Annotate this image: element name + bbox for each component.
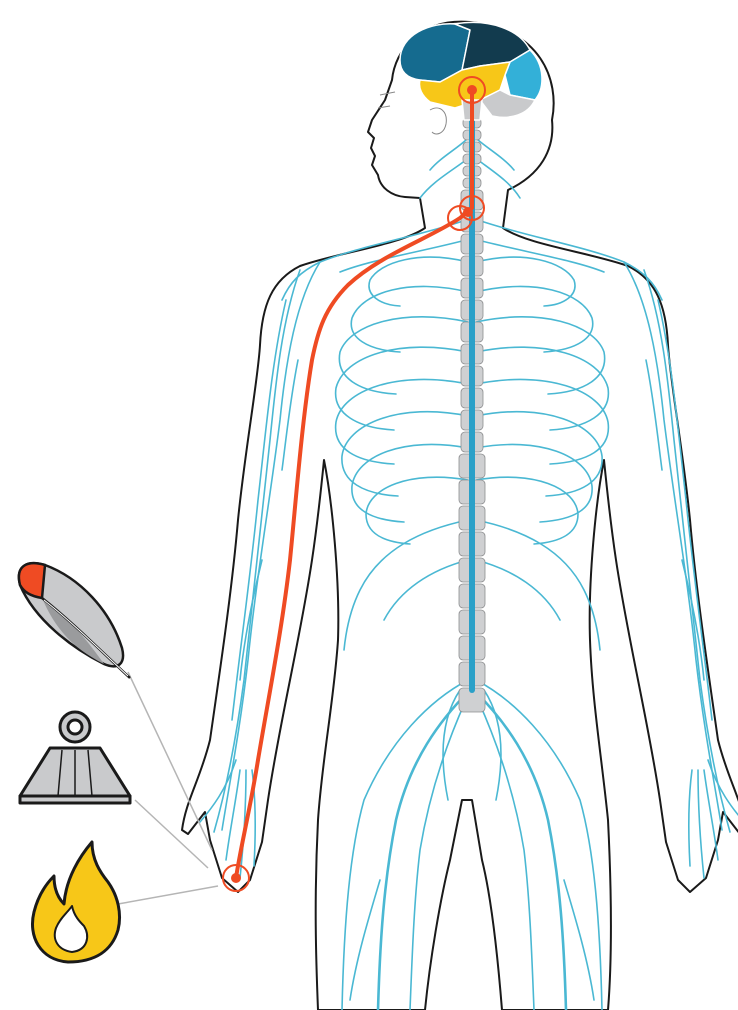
hand-signal-dot [231,873,241,883]
flame-icon [32,842,119,962]
flame-connector [118,886,218,904]
feather-icon [19,563,130,678]
weight-ring-hole [68,720,82,734]
brain-signal-dot [467,85,477,95]
weight-base [20,796,130,803]
feather-connector [128,672,212,850]
spinal-signal-dot [463,207,473,217]
weight-icon [20,712,130,803]
